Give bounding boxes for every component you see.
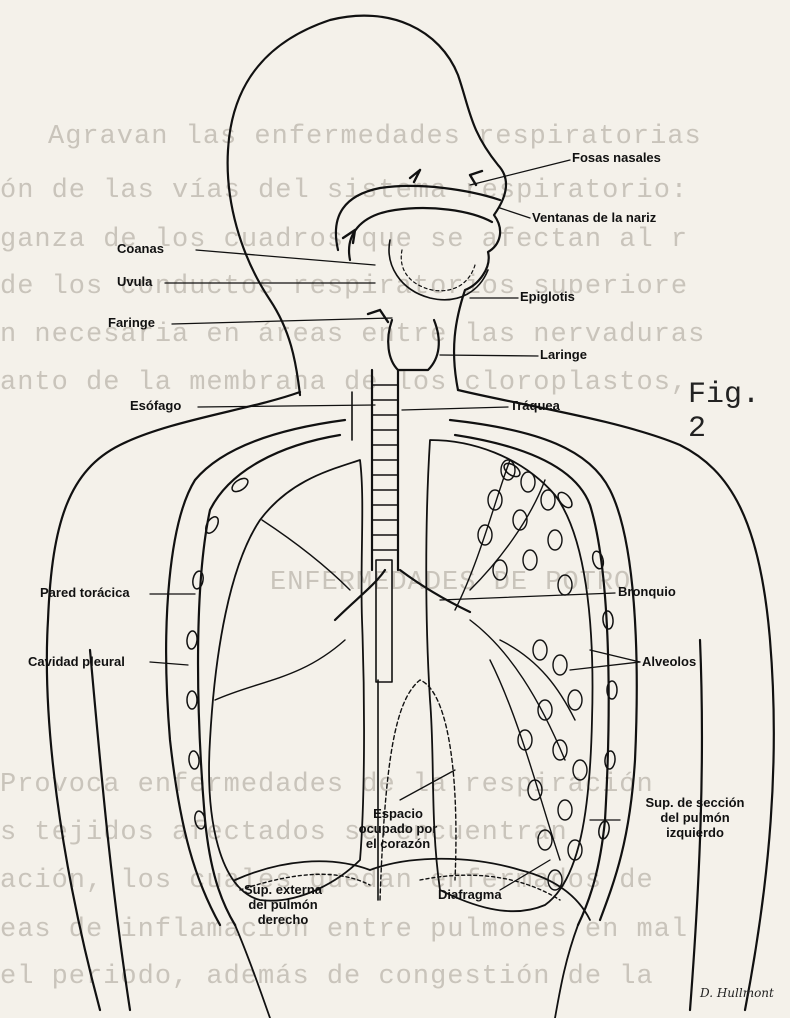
label-sup-externa: Sup. externa del pulmón derecho [218, 882, 348, 927]
larynx [388, 320, 439, 370]
label-pared-toracica: Pared torácica [40, 585, 130, 600]
label-line: del pulmón [218, 897, 348, 912]
label-line: derecho [218, 912, 348, 927]
label-uvula: Uvula [117, 274, 152, 289]
label-line: del pulmón [620, 810, 770, 825]
label-esofago: Esófago [130, 398, 181, 413]
label-line: Espacio [338, 806, 458, 821]
figure-number: Fig. 2 [688, 378, 790, 446]
label-laringe: Laringe [540, 347, 587, 362]
label-cavidad-pleural: Cavidad pleural [28, 654, 125, 669]
label-sup-seccion: Sup. de sección del pulmón izquierdo [620, 795, 770, 840]
label-fosas-nasales: Fosas nasales [572, 150, 661, 165]
label-espacio-corazon: Espacio ocupado por el corazón [338, 806, 458, 851]
label-coanas: Coanas [117, 241, 164, 256]
label-traquea: Tráquea [510, 398, 560, 413]
nasal-cavity [336, 186, 500, 250]
label-line: izquierdo [620, 825, 770, 840]
label-faringe: Faringe [108, 315, 155, 330]
bronchus [335, 570, 470, 620]
thoracic-wall [166, 420, 345, 925]
label-line: el corazón [338, 836, 458, 851]
label-bronquio: Bronquio [618, 584, 676, 599]
label-epiglotis: Epiglotis [520, 289, 575, 304]
artist-signature: D. Hullmont [700, 986, 774, 1000]
label-line: Sup. externa [218, 882, 348, 897]
label-line: Sup. de sección [620, 795, 770, 810]
label-diafragma: Diafragma [438, 887, 502, 902]
head-outline [228, 16, 506, 395]
label-ventanas-nariz: Ventanas de la nariz [532, 210, 656, 225]
label-alveolos: Alveolos [642, 654, 696, 669]
label-line: ocupado por [338, 821, 458, 836]
